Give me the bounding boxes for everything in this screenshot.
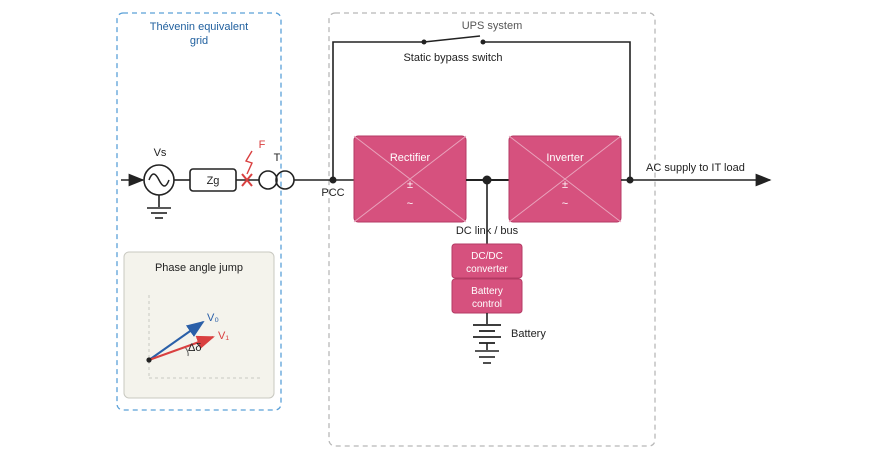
delta-label: Δδ — [188, 342, 201, 354]
battery-control-label-line2: control — [472, 299, 502, 310]
battery-ground-icon — [475, 350, 499, 364]
phase-angle-title: Phase angle jump — [155, 262, 243, 274]
battery-icon — [473, 324, 501, 350]
inverter-ac-symbol: ~ — [562, 198, 568, 210]
ups-system-title: UPS system — [462, 20, 523, 32]
bypass-switch-label: Static bypass switch — [403, 52, 502, 64]
dc-link-label: DC link / bus — [456, 225, 519, 237]
battery-label: Battery — [511, 328, 546, 340]
impedance-label: Zg — [207, 175, 220, 187]
thevenin-grid-boundary — [116, 12, 282, 411]
v0-label: V₀ — [207, 312, 219, 324]
thevenin-title-line1: Thévenin equivalent — [150, 21, 248, 33]
rectifier-dc-symbol: ± — [407, 179, 413, 191]
output-label: AC supply to IT load — [646, 162, 745, 174]
rectifier-block — [353, 135, 467, 223]
thevenin-title-line2: grid — [190, 35, 208, 47]
transformer-label: T — [274, 152, 281, 164]
bypass-path-left — [332, 41, 424, 180]
dcdc-converter-block — [451, 243, 523, 279]
v1-label: V₁ — [218, 330, 229, 342]
source-label: Vs — [154, 147, 167, 159]
pcc-label: PCC — [321, 187, 344, 199]
v0-phasor — [148, 320, 205, 361]
rectifier-label: Rectifier — [390, 152, 431, 164]
source-ground-icon — [147, 207, 171, 219]
phasor-origin — [146, 357, 152, 363]
inverter-block — [508, 135, 622, 223]
inverter-dc-symbol: ± — [562, 179, 568, 191]
fault-label: F — [259, 139, 266, 151]
dcdc-label-line2: converter — [466, 264, 508, 275]
ups-system-boundary — [328, 12, 656, 447]
bypass-switch-blade — [423, 35, 481, 43]
sine-wave-icon — [148, 173, 170, 187]
dcdc-label-line1: DC/DC — [471, 251, 503, 262]
transformer-icon — [258, 170, 295, 190]
v1-phasor — [148, 335, 215, 361]
bypass-path-right — [483, 41, 631, 180]
inverter-label: Inverter — [546, 152, 584, 164]
rectifier-ac-symbol: ~ — [407, 198, 413, 210]
battery-control-label-line1: Battery — [471, 286, 503, 297]
fault-icon — [241, 150, 253, 187]
